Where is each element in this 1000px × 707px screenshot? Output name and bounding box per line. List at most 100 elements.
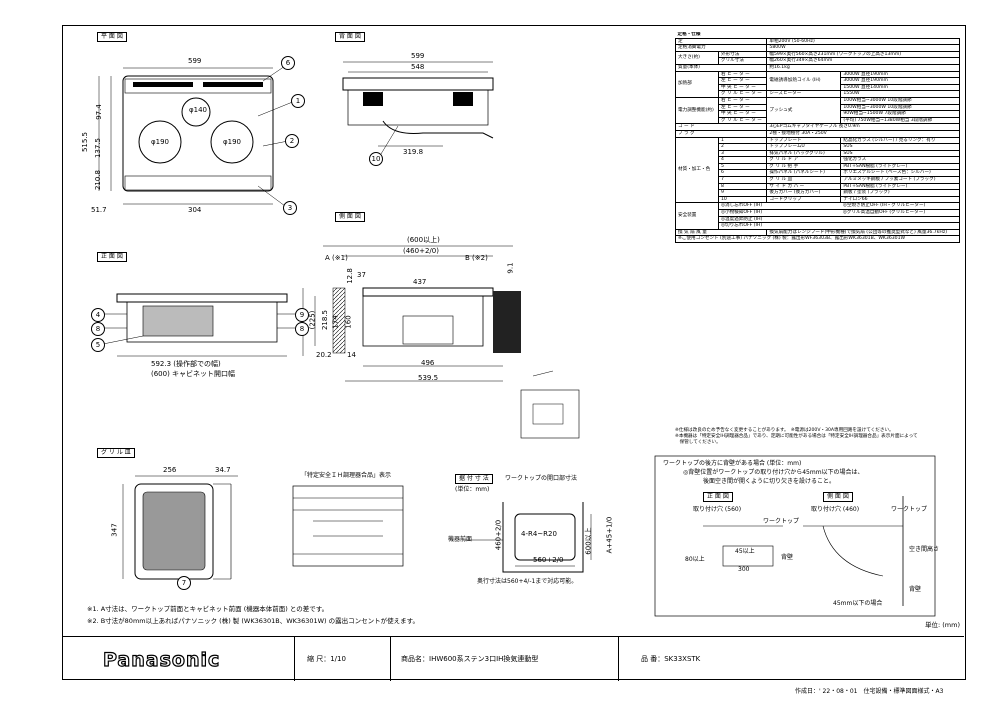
side-dim-202: 20.2 <box>316 351 332 359</box>
grill-view-label: グ リ ル 皿 <box>97 448 135 458</box>
spec-row: ※ご使用コンセント (別途工事) パナソニック (株) 製：露出形WF36303… <box>675 235 960 243</box>
note-2: ※2. B寸法が80mm以上あればパナソニック (株) 製 (WK36301B、… <box>87 617 419 625</box>
front-view-label: 正 面 図 <box>97 252 127 262</box>
rear-side-label: 側 面 図 <box>823 492 853 502</box>
rear-side-gap: 空き間高さ <box>909 546 940 553</box>
callout-2: 2 <box>285 134 299 148</box>
front-width-600: (600) キャビネット開口幅 <box>151 370 236 378</box>
wall-front-label: 機器前面 <box>448 536 473 543</box>
grill-width-256: 256 <box>163 466 177 474</box>
callout-5: 5 <box>91 338 105 352</box>
back-width-548: 548 <box>411 63 425 71</box>
scale-cell: 縮 尺：1/10 <box>295 637 391 681</box>
callout-8-right: 8 <box>295 322 309 336</box>
spec-row: 安全装置◎消し忘れOFF (IH)◎空焼き防止OFF (IH・グリルヒーター) <box>675 202 960 230</box>
rear-front-300: 300 <box>738 566 750 573</box>
side-label-a: A (※1) <box>325 254 348 262</box>
rear-wall-drawing <box>654 455 936 617</box>
spec-row: ◎温度過昇防止 (IH) <box>676 215 960 224</box>
spec-row: ◎小物検知OFF (IH)◎グリル高温自動OFF (グリルヒーター) <box>676 209 960 217</box>
side-dim-5395: 539.5 <box>418 374 439 382</box>
rear-side-45: 45mm以下の場合 <box>833 600 883 607</box>
model-cell: 品 番：SK33XSTK <box>619 637 964 681</box>
rear-title: ワークトップの後方に背壁がある場合 (単位：mm) <box>663 460 802 467</box>
note-1: ※1. A寸法は、ワークトップ前面とキャビネット前面 (機器本体前面) との差で… <box>87 605 329 613</box>
brand-logo: Panasonic <box>102 648 221 671</box>
scale-text: 縮 尺：1/10 <box>307 655 346 663</box>
callout-10: 10 <box>369 152 383 166</box>
spec-row: ◎切り忘れOFF (IH) <box>676 222 960 230</box>
rear-front-45: 45以上 <box>735 548 755 555</box>
rear-front-wall: 背壁 <box>781 554 794 561</box>
side-ref-600: (600以上) <box>407 236 440 244</box>
plan-burner-190-right: φ190 <box>223 138 241 146</box>
rear-line1: ◎背壁位置がワークトップの取り付け穴から45mm以下の場合は、 <box>683 469 864 476</box>
callout-4: 4 <box>91 308 105 322</box>
rear-line2: 後面空き間が開くように切り欠きを設けること。 <box>703 478 836 485</box>
side-dim-37: 37 <box>357 271 366 279</box>
rear-side-wall: 背壁 <box>909 586 922 593</box>
product-text: 商品名：IHW600系ステン3口IH換気連動型 <box>401 655 539 663</box>
wall-radius: 4-R4~R20 <box>521 530 557 538</box>
title-block: Panasonic 縮 尺：1/10 商品名：IHW600系ステン3口IH換気連… <box>63 636 964 681</box>
wall-unit: (単位：mm) <box>455 486 490 493</box>
rear-front-label: 正 面 図 <box>703 492 733 502</box>
spec-row: 加熱部右 ヒ ー タ ー電磁誘導加熱コイル (IH)3000W 直径190mm <box>675 70 960 98</box>
side-ref-460: (460+2/0) <box>403 247 439 255</box>
back-view-label: 背 面 図 <box>335 32 365 42</box>
plan-view-label: 平 面 図 <box>97 32 127 42</box>
spec-title: 定格・仕様 <box>677 32 701 37</box>
callout-9: 9 <box>295 308 309 322</box>
spec-footnote-2: ※本機器は「特定安全IH調理器合品」であり、定期に可能性がある場合は「特定安全I… <box>675 434 918 439</box>
worktop-cutout-drawing <box>463 502 592 573</box>
side-dim-14: 14 <box>347 351 356 359</box>
callout-6: 3 <box>283 201 297 215</box>
side-view-drawing <box>302 245 580 439</box>
wall-width-560: 560+2/0 <box>533 556 564 564</box>
unit-label: 単位: (mm) <box>925 621 960 629</box>
callout-8-left: 8 <box>91 322 105 336</box>
spec-row: グリル寸法幅260×奥行349×高さ64mm <box>676 57 960 65</box>
side-dim-496: 496 <box>421 359 435 367</box>
spec-row: 質量(本体)約16.1kg <box>674 63 960 72</box>
rear-side-hole: 取り付け穴 (460) <box>811 506 860 513</box>
drawing-sheet: 平 面 図 599 97.4 137.5 515.5 210.8 φ140 φ1… <box>62 25 966 681</box>
spec-row: 大きさ(約)外形寸法幅599×奥行560×高さ231mm (ワークトップの上高さ… <box>675 50 960 65</box>
wall-view-label: 据 付 寸 法 <box>455 474 493 484</box>
plan-burner-190-left: φ190 <box>151 138 169 146</box>
footer-text: 作成日：' 22・08・01 住宅設備・標準図面様式・A3 <box>795 688 944 695</box>
callout-3: 6 <box>281 56 295 70</box>
back-width-599: 599 <box>411 52 425 60</box>
plan-width-304: 304 <box>188 206 202 214</box>
spec-row: 換 気 扇 風 量換気扇能力はレンジフード(中形機種)で換気扇 (公団等の推奨型… <box>674 228 960 237</box>
plan-width-599: 599 <box>188 57 202 65</box>
callout-7: 7 <box>177 576 191 590</box>
wall-note: 奥行寸法は560+4/-1まで対応可能。 <box>477 578 578 585</box>
rear-front-hole: 取り付け穴 (560) <box>693 506 742 513</box>
plan-view-drawing <box>98 65 296 207</box>
rear-front-worktop: ワークトップ <box>763 518 800 525</box>
back-view-drawing <box>342 61 494 155</box>
side-view-label: 側 面 図 <box>335 212 365 222</box>
special-label-drawing <box>292 485 404 567</box>
rear-side-worktop: ワークトップ <box>891 506 928 513</box>
product-cell: 商品名：IHW600系ステン3口IH換気連動型 <box>391 637 619 681</box>
grill-width-347: 34.7 <box>215 466 231 474</box>
side-dim-437: 437 <box>413 278 427 286</box>
wall-caption: ワークトップの開口部寸法 <box>505 475 578 482</box>
rear-front-80: 80以上 <box>685 556 705 563</box>
callout-1: 1 <box>291 94 305 108</box>
